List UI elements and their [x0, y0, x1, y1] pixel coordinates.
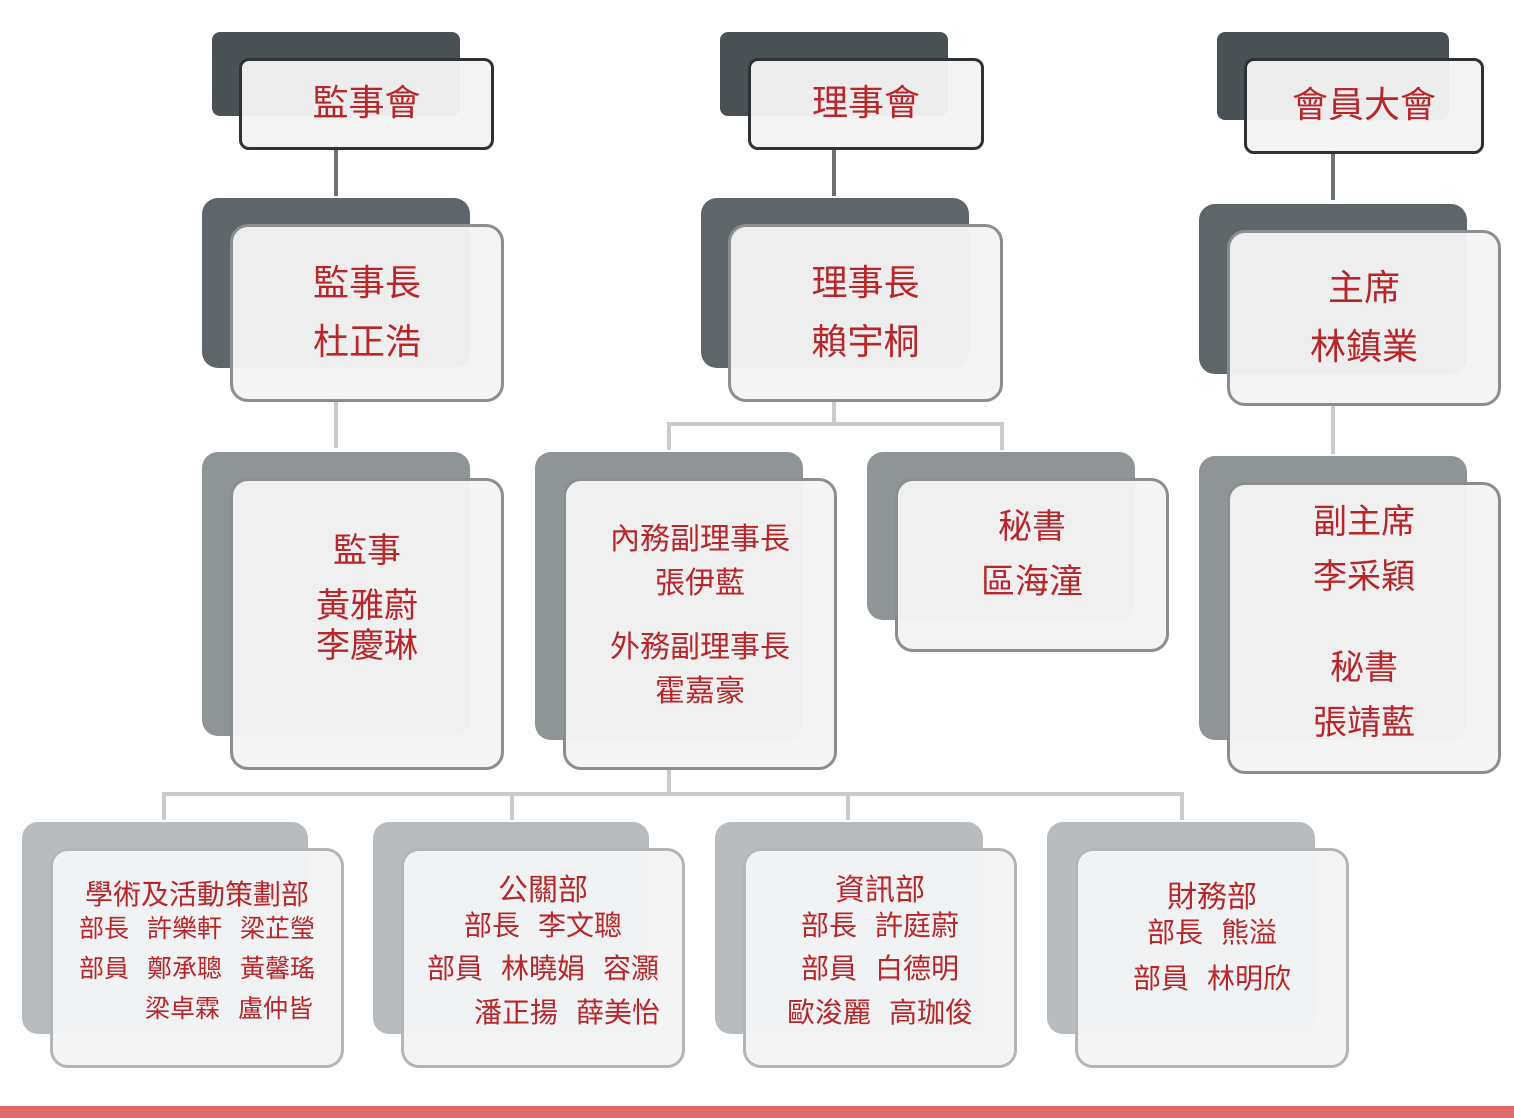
- connector-board-chair-down: [832, 398, 836, 424]
- connector-dept-4: [1180, 792, 1184, 820]
- supervisor-name: 李慶琳: [316, 626, 418, 667]
- head-label: 部長: [78, 913, 129, 943]
- member-label: 部員: [1132, 962, 1189, 995]
- supervisor-name: 黃雅蔚: [316, 585, 418, 626]
- assembly-officers-node: 副主席 李采穎 秘書 張靖藍: [1199, 456, 1503, 774]
- member-name: 高珈俊: [889, 995, 974, 1029]
- member-name: 梁卓霖: [144, 993, 220, 1023]
- member-name: 薛美怡: [576, 995, 661, 1029]
- connector-board-horizontal: [667, 422, 1004, 426]
- supervisory-chief-name: 杜正浩: [312, 322, 421, 363]
- head-name: 熊溢: [1221, 916, 1278, 950]
- member-name: 容灝: [603, 952, 660, 986]
- assembly-secretary-name: 張靖藍: [1313, 702, 1415, 743]
- connector-supervisory-chief-members: [334, 398, 338, 448]
- connector-supervisory-council-chief: [334, 146, 338, 196]
- supervisory-council-title: 監事會: [312, 83, 421, 125]
- member-name: 白德明: [875, 952, 960, 986]
- member-name: 黃馨瑤: [240, 953, 316, 983]
- department-name: 資訊部: [835, 872, 925, 908]
- board-council-title: 理事會: [811, 83, 920, 125]
- supervisors-title: 監事: [333, 530, 401, 571]
- assembly-chair-name: 林鎮業: [1309, 327, 1418, 368]
- node-card: 理事會: [748, 58, 984, 150]
- node-card: 會員大會: [1244, 58, 1484, 154]
- department-pr-node: 公關部 部長 李文聰 部員 林曉娟 容灝 潘正揚 薛美怡: [373, 822, 685, 1068]
- assembly-vice-title: 副主席: [1313, 502, 1415, 543]
- assembly-vice-name: 李采穎: [1313, 557, 1415, 598]
- connector-board-to-secretary: [1000, 422, 1004, 450]
- head-label: 部長: [463, 908, 520, 942]
- connector-departments-horizontal: [162, 792, 1184, 796]
- assembly-chair-title: 主席: [1327, 267, 1400, 309]
- department-name: 學術及活動策劃部: [84, 878, 309, 912]
- node-card: 財務部 部長 熊溢 部員 林明欣: [1075, 848, 1349, 1068]
- board-chair-node: 理事長 賴宇桐: [701, 198, 1003, 402]
- member-name: 林明欣: [1207, 962, 1292, 995]
- vice-external-title: 外務副理事長: [610, 630, 790, 665]
- member-name: 潘正揚: [473, 995, 558, 1029]
- vice-external-name: 霍嘉豪: [655, 674, 745, 709]
- department-name: 公關部: [498, 872, 588, 908]
- member-label: 部員: [78, 953, 129, 983]
- node-card: 監事長 杜正浩: [230, 224, 504, 402]
- board-chair-name: 賴宇桐: [811, 322, 920, 363]
- assembly-council-title: 會員大會: [1291, 85, 1436, 127]
- head-name: 李文聰: [538, 908, 623, 942]
- board-secretary-node: 秘書 區海潼: [867, 452, 1169, 652]
- head-label: 部長: [1146, 916, 1203, 950]
- member-name: 鄭承聰: [146, 953, 222, 983]
- supervisors-node: 監事 黃雅蔚 李慶琳: [202, 452, 504, 770]
- board-secretary-name: 區海潼: [981, 562, 1083, 602]
- node-card: 學術及活動策劃部 部長 許樂軒 梁芷瑩 部員 鄭承聰 黃馨瑤 梁卓霖 盧仲皆: [50, 848, 344, 1068]
- connector-dept-3: [846, 792, 850, 820]
- connector-dept-2: [510, 792, 514, 820]
- supervisory-chief-title: 監事長: [312, 262, 421, 304]
- connector-assembly-chair-vice: [1331, 404, 1335, 454]
- supervisory-chief-node: 監事長 杜正浩: [202, 198, 504, 402]
- supervisory-council-node: 監事會: [212, 32, 494, 150]
- department-finance-node: 財務部 部長 熊溢 部員 林明欣: [1047, 822, 1349, 1068]
- department-academic-node: 學術及活動策劃部 部長 許樂軒 梁芷瑩 部員 鄭承聰 黃馨瑤 梁卓霖 盧仲皆: [22, 822, 344, 1068]
- head-name: 許庭蔚: [875, 908, 960, 942]
- head-name: 梁芷瑩: [240, 913, 316, 943]
- member-label: 部員: [800, 952, 857, 986]
- node-card: 公關部 部長 李文聰 部員 林曉娟 容灝 潘正揚 薛美怡: [401, 848, 685, 1068]
- node-card: 主席 林鎮業: [1227, 230, 1501, 406]
- node-card: 理事長 賴宇桐: [728, 224, 1003, 402]
- member-label: 部員: [426, 952, 483, 986]
- member-name: 歐浚麗: [786, 995, 871, 1029]
- board-chair-title: 理事長: [811, 262, 920, 304]
- board-secretary-title: 秘書: [998, 507, 1066, 548]
- member-name: 盧仲皆: [238, 993, 314, 1023]
- vice-internal-title: 內務副理事長: [610, 522, 790, 557]
- vice-chairs-node: 內務副理事長 張伊藍 外務副理事長 霍嘉豪: [535, 452, 837, 770]
- connector-board-to-vice: [667, 422, 671, 450]
- node-card: 內務副理事長 張伊藍 外務副理事長 霍嘉豪: [563, 478, 837, 770]
- connector-vice-to-departments: [667, 768, 671, 794]
- node-card: 監事會: [239, 58, 494, 150]
- footer-accent-bar: [0, 1106, 1514, 1118]
- department-it-node: 資訊部 部長 許庭蔚 部員 白德明 歐浚麗 高珈俊: [715, 822, 1017, 1068]
- department-name: 財務部: [1167, 880, 1257, 916]
- connector-dept-1: [162, 792, 166, 820]
- node-card: 資訊部 部長 許庭蔚 部員 白德明 歐浚麗 高珈俊: [743, 848, 1017, 1068]
- node-card: 監事 黃雅蔚 李慶琳: [230, 478, 504, 770]
- head-name: 許樂軒: [146, 913, 222, 943]
- assembly-council-node: 會員大會: [1217, 32, 1484, 154]
- node-card: 秘書 區海潼: [895, 478, 1169, 652]
- assembly-chair-node: 主席 林鎮業: [1199, 204, 1503, 408]
- connector-assembly-council-chair: [1331, 150, 1335, 200]
- head-label: 部長: [800, 908, 857, 942]
- member-name: 林曉娟: [500, 952, 585, 986]
- node-card: 副主席 李采穎 秘書 張靖藍: [1227, 482, 1501, 774]
- board-council-node: 理事會: [720, 32, 984, 150]
- assembly-secretary-title: 秘書: [1330, 648, 1398, 688]
- connector-board-council-chair: [832, 146, 836, 196]
- vice-internal-name: 張伊藍: [655, 566, 745, 601]
